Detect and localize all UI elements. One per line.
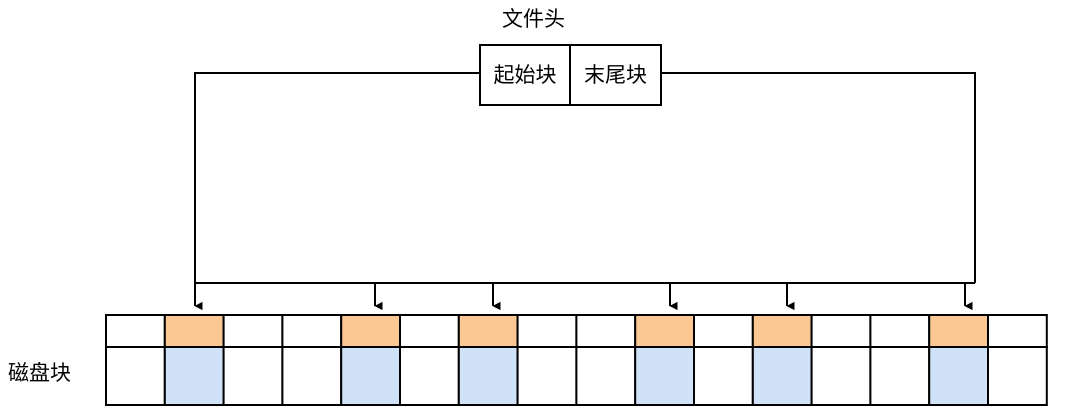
disk-block-cell-free-bottom: [105, 346, 166, 406]
disk-block-cell-allocated-top: [751, 314, 813, 348]
disk-block-cell-allocated-top: [634, 314, 696, 348]
disk-block-cell-free-top: [222, 314, 284, 348]
disk-block-cell-free-top: [869, 314, 931, 348]
disk-block-cell-allocated-bottom: [928, 346, 990, 406]
disk-block-cell-allocated-top: [163, 314, 225, 348]
disk-block-cell-free-bottom: [516, 346, 578, 406]
disk-block-cell-allocated-bottom: [457, 346, 519, 406]
disk-block-cell-free-bottom: [222, 346, 284, 406]
disk-block-grid: [105, 314, 1048, 406]
disk-block-cell-free-bottom: [987, 346, 1048, 406]
disk-block-cell-free-top: [281, 314, 343, 348]
disk-block-cell-free-bottom: [575, 346, 637, 406]
disk-block-cell-free-bottom: [810, 346, 872, 406]
disk-block-cell-free-bottom: [869, 346, 931, 406]
disk-block-cell-allocated-top: [340, 314, 402, 348]
disk-block-cell-allocated-top: [928, 314, 990, 348]
pointer-arrows: [194, 283, 973, 311]
pointer-connector-lines: [194, 72, 976, 284]
end-block-cell-label: 末尾块: [584, 63, 647, 87]
disk-block-cell-free-top: [810, 314, 872, 348]
file-header-box: [479, 44, 662, 106]
disk-block-cell-free-bottom: [281, 346, 343, 406]
disk-block-cell-free-top: [399, 314, 460, 348]
disk-block-cell-allocated-bottom: [163, 346, 225, 406]
disk-block-cell-free-top: [693, 314, 754, 348]
disk-block-cell-allocated-bottom: [751, 346, 813, 406]
disk-block-cell-free-top: [575, 314, 637, 348]
page-title: 文件头: [502, 7, 565, 31]
disk-block-cell-free-bottom: [399, 346, 460, 406]
start-block-cell-label: 起始块: [493, 63, 557, 87]
disk-blocks-label: 磁盘块: [8, 361, 71, 385]
disk-block-cell-allocated-bottom: [634, 346, 696, 406]
disk-block-cell-free-top: [987, 314, 1048, 348]
disk-block-cell-free-top: [105, 314, 166, 348]
disk-block-cell-free-top: [516, 314, 578, 348]
disk-block-cell-allocated-bottom: [340, 346, 402, 406]
disk-block-cell-free-bottom: [693, 346, 754, 406]
disk-block-cell-allocated-top: [457, 314, 519, 348]
